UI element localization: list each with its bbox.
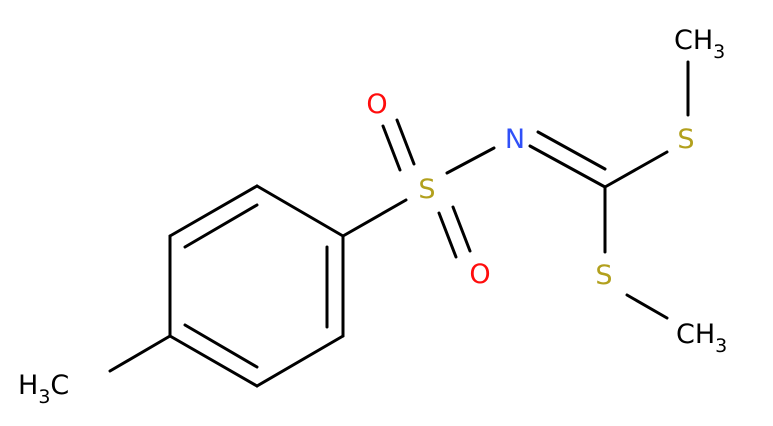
- c-s-top-bond: [603, 150, 669, 189]
- ring-bond: [168, 184, 259, 238]
- atom-o-lower: O: [469, 259, 490, 290]
- atom-s-bottom: S: [595, 260, 612, 291]
- group-h3c-left: H3C: [18, 370, 69, 408]
- ring-bond: [255, 184, 345, 238]
- atom-n: N: [505, 124, 525, 155]
- benzene-ring: [168, 184, 345, 388]
- group-ch3-bottom: CH3: [676, 319, 727, 357]
- group-ch3-top: CH3: [674, 25, 725, 63]
- ring-bond: [168, 334, 259, 388]
- n-c-double-bond: [528, 130, 607, 189]
- atom-s-sulfonyl: S: [418, 174, 435, 205]
- s-o-upper-bond: [381, 118, 416, 172]
- ring-s-bond: [341, 198, 408, 238]
- ring-double-bond: [183, 323, 259, 369]
- ring-double-bond: [183, 203, 259, 249]
- methyl-bond-left: [108, 334, 172, 373]
- s-o-lower-bond: [437, 205, 472, 259]
- atom-o-upper: O: [366, 89, 387, 120]
- ring-bond: [255, 334, 345, 388]
- s-n-bond: [445, 146, 496, 175]
- s-ch3-bottom-bond: [625, 293, 669, 320]
- atom-s-top: S: [677, 124, 694, 155]
